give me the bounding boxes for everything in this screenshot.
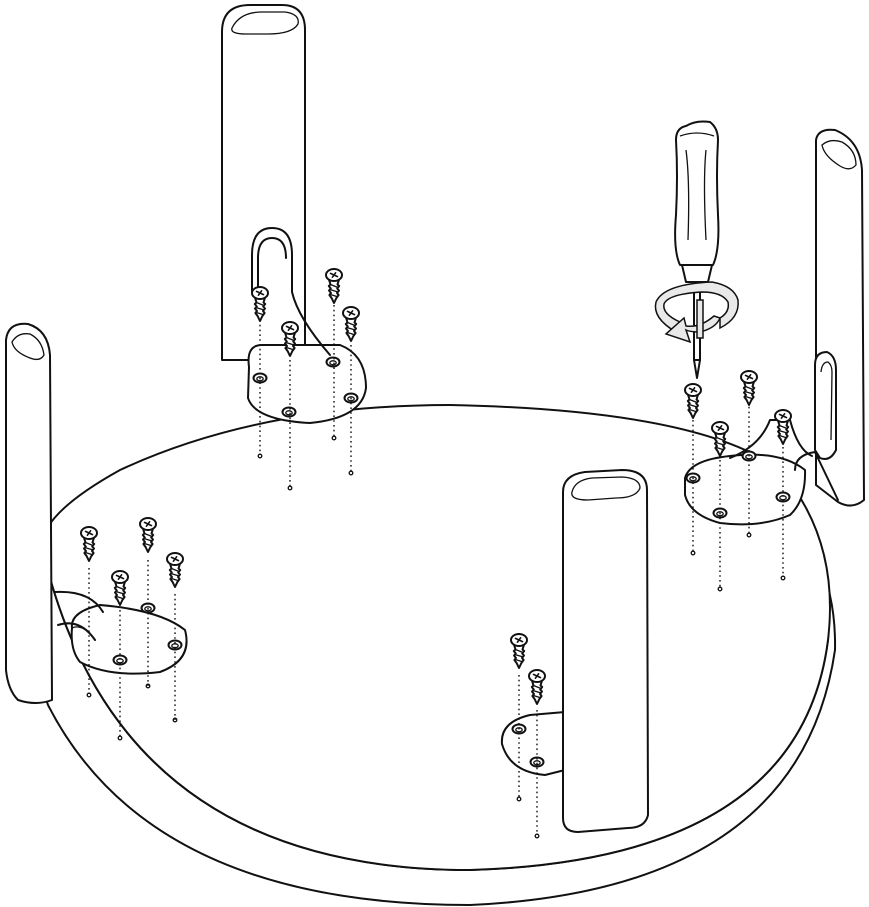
screw xyxy=(740,370,758,406)
plate-right xyxy=(684,453,807,526)
rotate-clockwise-icon xyxy=(654,281,739,344)
leg-left-assembly xyxy=(5,322,188,741)
screw xyxy=(774,409,792,445)
screw xyxy=(342,306,360,342)
leg-top-left-assembly xyxy=(221,4,367,491)
leg-right-assembly xyxy=(684,128,865,592)
leg-front-assembly xyxy=(500,469,649,839)
leg-top-left xyxy=(221,4,306,361)
plate-top-left xyxy=(247,344,367,424)
leg-left xyxy=(5,322,53,704)
screw xyxy=(325,268,343,304)
screwdriver-icon xyxy=(674,120,720,379)
plate-left xyxy=(70,604,188,675)
screw xyxy=(684,383,702,419)
leg-front xyxy=(562,469,649,833)
